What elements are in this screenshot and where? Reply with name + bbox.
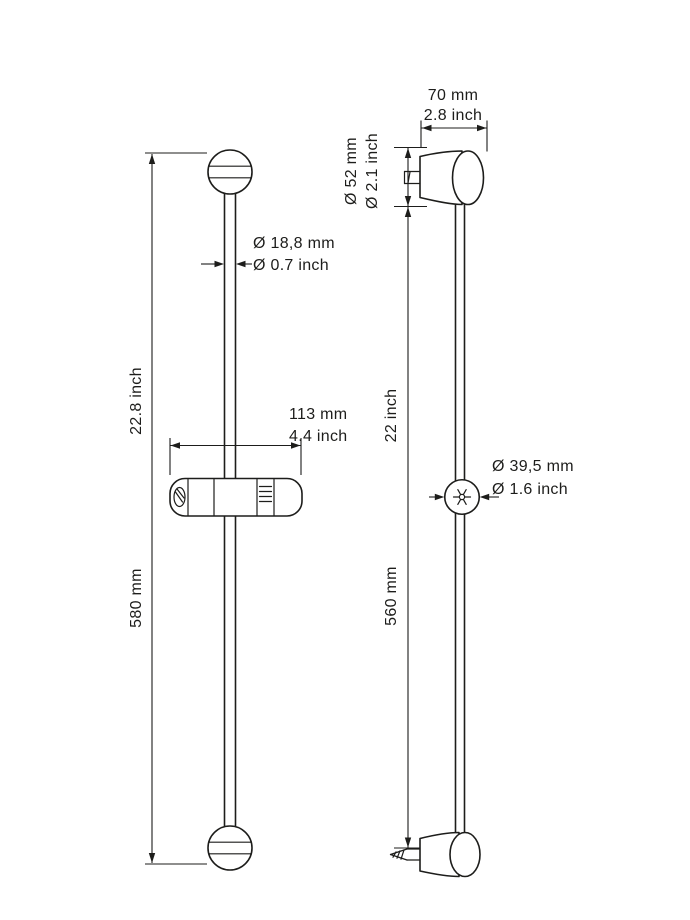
mount-flange	[207, 149, 253, 195]
arrowhead-up	[148, 154, 156, 164]
arrowhead-right	[291, 442, 301, 449]
slider-end-hatch	[174, 491, 184, 503]
dim-label-distance-inch: 22 inch	[383, 389, 400, 443]
dim-label-slider-inch: 4.4 inch	[289, 428, 347, 445]
dim-label-overall-mm: 580 mm	[128, 568, 145, 628]
mount-cone	[419, 150, 463, 206]
mount-cap	[451, 150, 485, 206]
arrowhead-left	[422, 124, 432, 132]
dim-label-knob-inch: Ø 1.6 inch	[492, 481, 568, 498]
arrowhead-up	[404, 148, 412, 158]
dim-mount-distance: 22 inch 560 mm	[383, 206, 427, 849]
dim-label-plate-inch: Ø 2.1 inch	[364, 133, 381, 209]
slider-body	[169, 477, 303, 517]
side-top-wall-mount	[403, 150, 485, 206]
dim-label-knob-mm: Ø 39,5 mm	[492, 458, 574, 475]
dim-label-plate-mm: Ø 52 mm	[343, 137, 360, 205]
screw-thread	[396, 850, 401, 859]
mount-cone	[419, 831, 460, 878]
dim-label-distance-mm: 560 mm	[383, 566, 400, 626]
side-bar	[454, 184, 466, 851]
dim-label-offset-mm: 70 mm	[428, 87, 478, 104]
dim-bar-diameter: Ø 18,8 mm Ø 0.7 inch	[201, 235, 335, 274]
front-view: 22.8 inch 580 mm Ø 18,8 mm Ø 0.7 inch 11…	[128, 149, 347, 871]
front-bottom-wall-mount	[207, 825, 253, 871]
dim-label-overall-inch: 22.8 inch	[128, 367, 145, 435]
dim-knob-diameter: Ø 39,5 mm Ø 1.6 inch	[429, 458, 574, 501]
screw-thread	[400, 849, 405, 860]
screw-thread	[392, 851, 397, 858]
front-top-wall-mount	[207, 149, 253, 195]
wall-screw	[389, 848, 421, 861]
arrowhead-down	[148, 853, 156, 863]
dim-overall-length: 22.8 inch 580 mm	[128, 152, 207, 865]
adjuster-knob	[443, 478, 481, 516]
dim-label-offset-inch: 2.8 inch	[424, 107, 482, 124]
side-view: Ø 52 mm Ø 2.1 inch 70 mm 2.8 inch 22 inc…	[343, 87, 574, 878]
arrowhead-left	[170, 442, 180, 449]
arrowhead-up	[404, 207, 412, 217]
dim-slider-width: 113 mm 4.4 inch	[169, 406, 347, 475]
side-bottom-wall-mount	[389, 831, 481, 878]
dim-wall-offset: 70 mm 2.8 inch	[420, 87, 488, 152]
arrowhead-right	[434, 493, 445, 501]
arrowhead-left	[236, 260, 246, 268]
arrowhead-left	[479, 493, 490, 501]
slider-end-hatch	[176, 488, 185, 499]
wall-screw	[403, 170, 421, 185]
dim-label-bar-mm: Ø 18,8 mm	[253, 235, 335, 252]
arrowhead-down	[404, 196, 412, 206]
dim-label-bar-inch: Ø 0.7 inch	[253, 257, 329, 274]
dim-label-slider-mm: 113 mm	[289, 406, 347, 423]
slider-end-cap	[173, 486, 186, 508]
mount-cap	[449, 831, 481, 878]
knob-center	[458, 493, 466, 501]
dim-wall-plate-diameter: Ø 52 mm Ø 2.1 inch	[343, 133, 427, 209]
arrowhead-right	[214, 260, 224, 268]
arrowhead-right	[477, 124, 487, 132]
mount-flange	[207, 825, 253, 871]
front-slider	[169, 477, 303, 517]
arrowhead-down	[404, 837, 412, 848]
screw-taper	[389, 853, 408, 861]
